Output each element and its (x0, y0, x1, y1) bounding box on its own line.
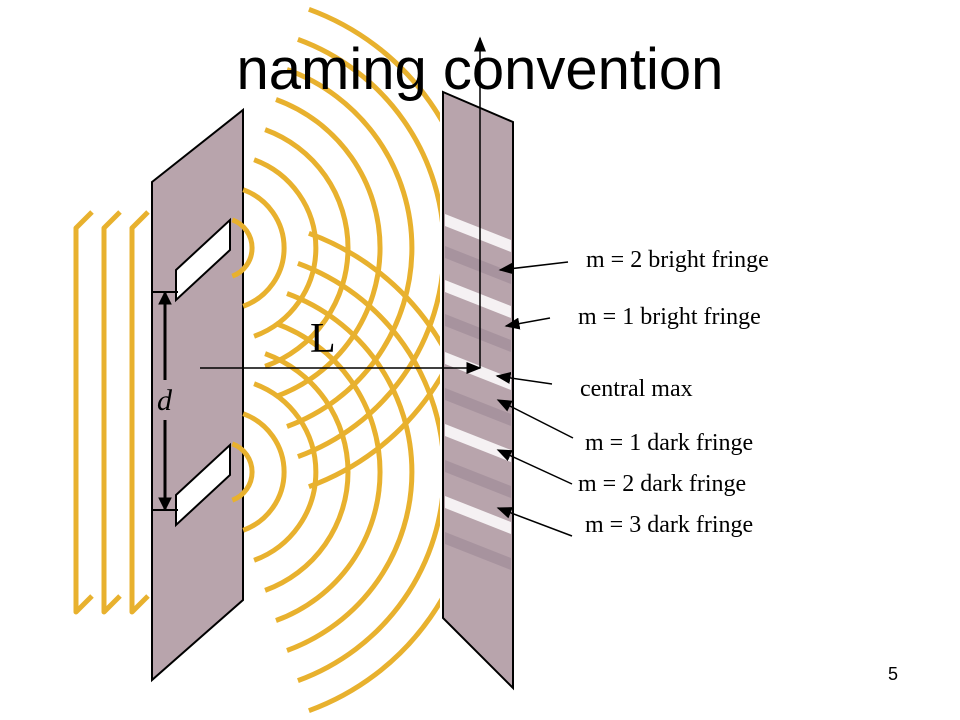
distance-arrows (200, 36, 486, 374)
pointer-central-max (495, 372, 553, 385)
pointer-m1-bright (504, 317, 551, 330)
wavefront-upper-1 (231, 217, 255, 279)
slide-title: naming convention (236, 37, 724, 102)
label-m1-dark-fringe: m = 1 dark fringe (585, 430, 754, 456)
wavefront-lower-1 (231, 441, 255, 503)
slit-barrier (151, 107, 244, 683)
fringe-pointers (495, 261, 574, 537)
fringe-pattern (445, 214, 511, 570)
fringe-band-3 (445, 280, 511, 318)
pointer-m3-dark (496, 507, 573, 537)
wavefront-upper-3 (253, 157, 319, 339)
distance-label: L (310, 316, 336, 362)
wavefront-upper-6 (286, 67, 415, 429)
wavefront-upper-8 (308, 6, 440, 490)
fringe-band-4 (445, 314, 511, 352)
label-m1-bright-fringe: m = 1 bright fringe (578, 304, 761, 330)
wavefront-lower-2 (242, 411, 287, 533)
fringe-band-6 (445, 388, 511, 426)
label-m3-dark-fringe: m = 3 dark fringe (585, 512, 754, 538)
label-central-max: central max (580, 376, 693, 402)
wavefront-lower-5 (275, 321, 383, 623)
viewing-screen (442, 90, 514, 691)
page-number: 5 (888, 664, 899, 684)
fringe-band-10 (445, 532, 511, 570)
wavefront-lower-4 (264, 351, 351, 593)
fringe-band-2 (445, 246, 511, 284)
fringe-band-8 (445, 460, 511, 498)
pointer-m1-dark (496, 399, 574, 439)
upper-slit (175, 217, 231, 303)
pointer-m2-dark (496, 449, 573, 485)
wavefront-upper-2 (242, 187, 287, 309)
pointer-m2-bright (498, 261, 569, 275)
fringe-band-1 (445, 214, 511, 252)
slit-separation-bracket (153, 290, 178, 512)
incoming-plane-waves (73, 210, 150, 615)
label-m2-dark-fringe: m = 2 dark fringe (578, 471, 747, 497)
lower-slit (175, 442, 231, 528)
wavefront-lower-3 (253, 381, 319, 563)
wavefront-upper-4 (264, 127, 351, 369)
fringe-band-7 (445, 424, 511, 462)
wavefront-lower-8 (308, 230, 440, 714)
slit-separation-label: d (157, 384, 172, 417)
wavefront-lower-7 (297, 261, 440, 683)
fringe-band-9 (445, 496, 511, 534)
circular-wavefronts (231, 6, 440, 714)
label-m2-bright-fringe: m = 2 bright fringe (586, 247, 769, 273)
wavefront-lower-6 (286, 291, 415, 653)
